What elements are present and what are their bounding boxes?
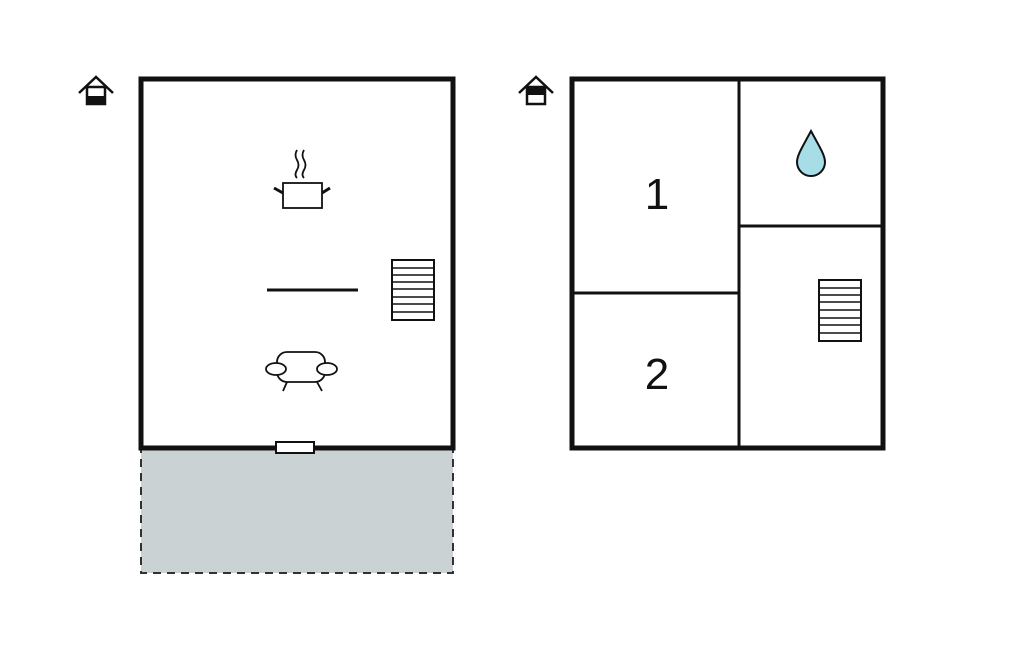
house-upper-floor-icon <box>518 75 554 106</box>
house-ground-floor-icon <box>78 75 114 106</box>
upper-floor-plan: 1 2 <box>518 75 886 451</box>
interior-walls <box>572 79 883 448</box>
cooking-pot-icon <box>273 149 331 209</box>
room-label-2: 2 <box>645 350 669 399</box>
room-label-1: 1 <box>645 170 669 219</box>
upper-floor-walls <box>569 76 886 451</box>
door-icon <box>275 441 315 454</box>
ground-floor-plan <box>78 75 456 574</box>
staircase-icon <box>818 279 862 342</box>
terrace-area <box>140 448 454 574</box>
armchair-icon <box>265 351 338 392</box>
water-drop-icon <box>795 128 827 177</box>
staircase-icon <box>391 259 435 321</box>
